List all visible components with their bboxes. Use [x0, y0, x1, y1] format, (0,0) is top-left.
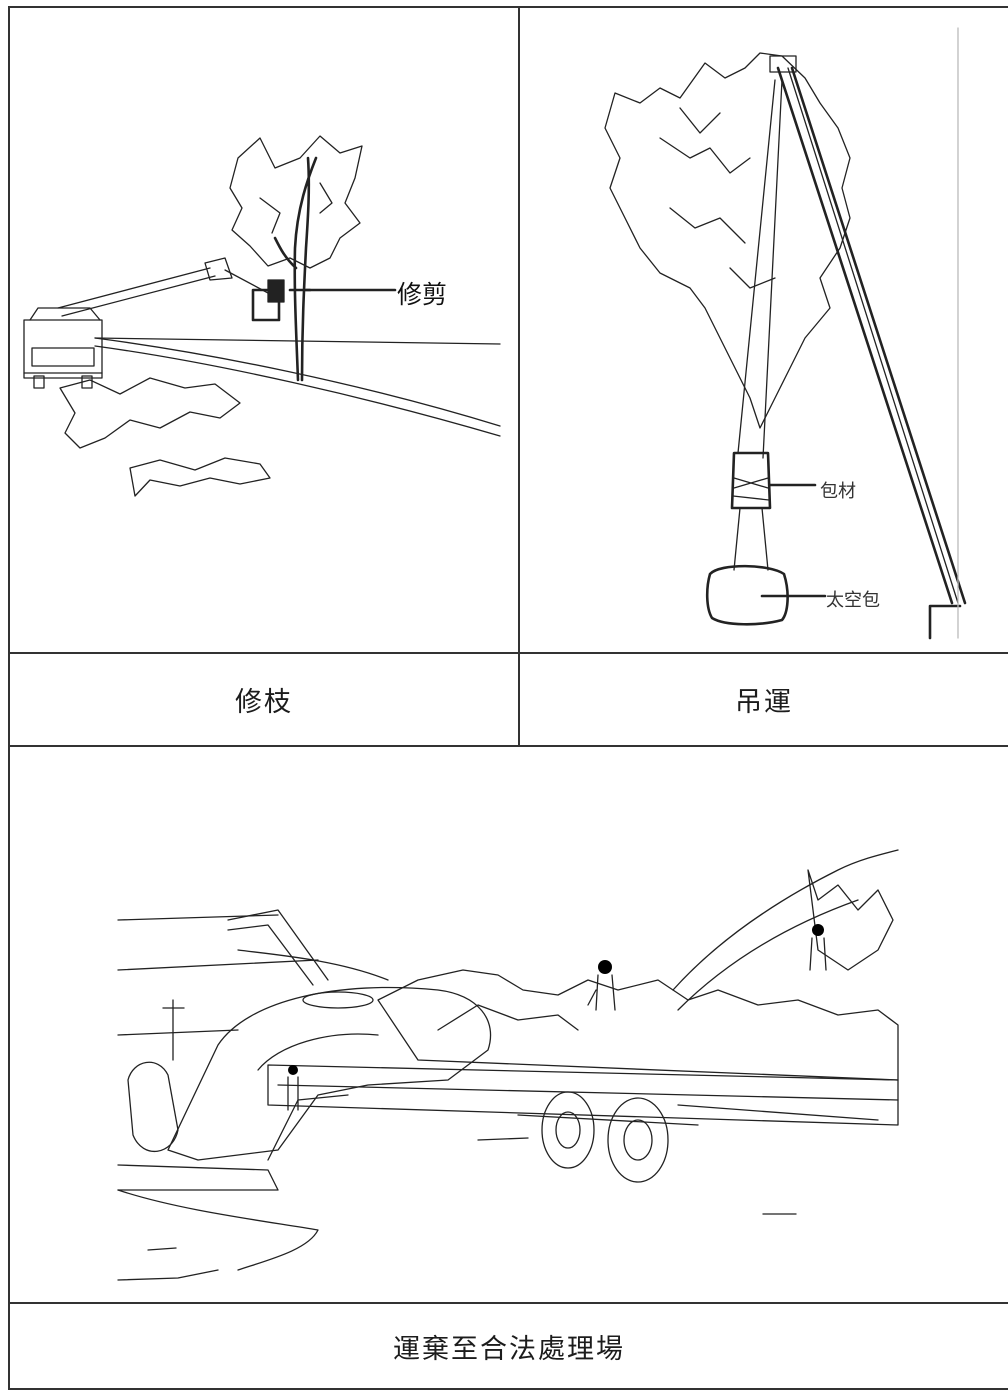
lifting-callout-wrap: 包材: [820, 481, 856, 502]
pruning-callout-label: 修剪: [397, 280, 448, 309]
disposal-illustration: [117, 849, 899, 1281]
diagram-sheet: [8, 6, 1008, 1390]
lifting-illustration: [604, 27, 967, 640]
divider-vertical: [518, 6, 520, 747]
disposal-caption: 運棄至合法處理場: [393, 1333, 625, 1365]
pruning-caption: 修枝: [235, 686, 293, 718]
lifting-caption: 吊運: [735, 686, 793, 718]
divider-row-bottom: [8, 745, 1008, 747]
divider-caption-top: [8, 652, 1008, 654]
divider-bottom-caption: [8, 1302, 1008, 1304]
pruning-illustration: [23, 135, 501, 497]
lifting-callout-bag: 太空包: [826, 590, 880, 611]
